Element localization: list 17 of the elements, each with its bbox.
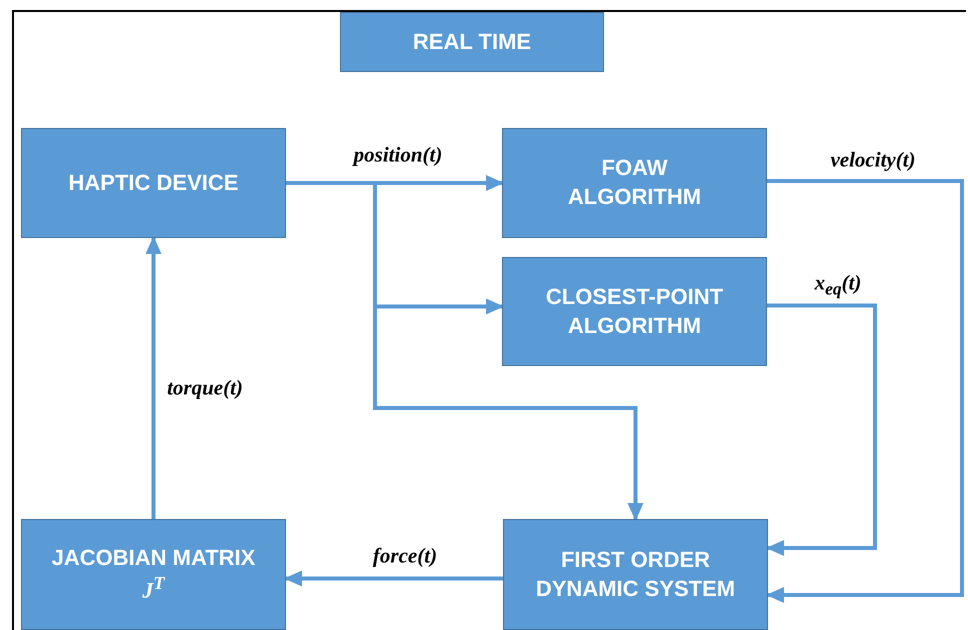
arrow — [146, 236, 162, 519]
arrow — [766, 304, 877, 556]
arrow — [766, 179, 964, 603]
process-box — [502, 128, 767, 238]
box-label: FIRST ORDER DYNAMIC SYSTEM — [534, 546, 736, 602]
box-label: HAPTIC DEVICE — [68, 168, 238, 197]
process-box — [503, 519, 768, 630]
arrow — [284, 570, 503, 586]
box-label: CLOSEST-POINT ALGORITHM — [544, 282, 724, 340]
box-label: REAL TIME — [412, 28, 532, 56]
process-box — [21, 519, 286, 630]
process-box — [502, 257, 767, 366]
matrix-symbol: J$^{T}$ — [142, 572, 165, 605]
box-label: FOAW ALGORITHM — [566, 154, 702, 211]
header-box — [340, 12, 604, 72]
process-box — [21, 128, 286, 238]
box-label: JACOBIAN MATRIX — [52, 544, 256, 572]
